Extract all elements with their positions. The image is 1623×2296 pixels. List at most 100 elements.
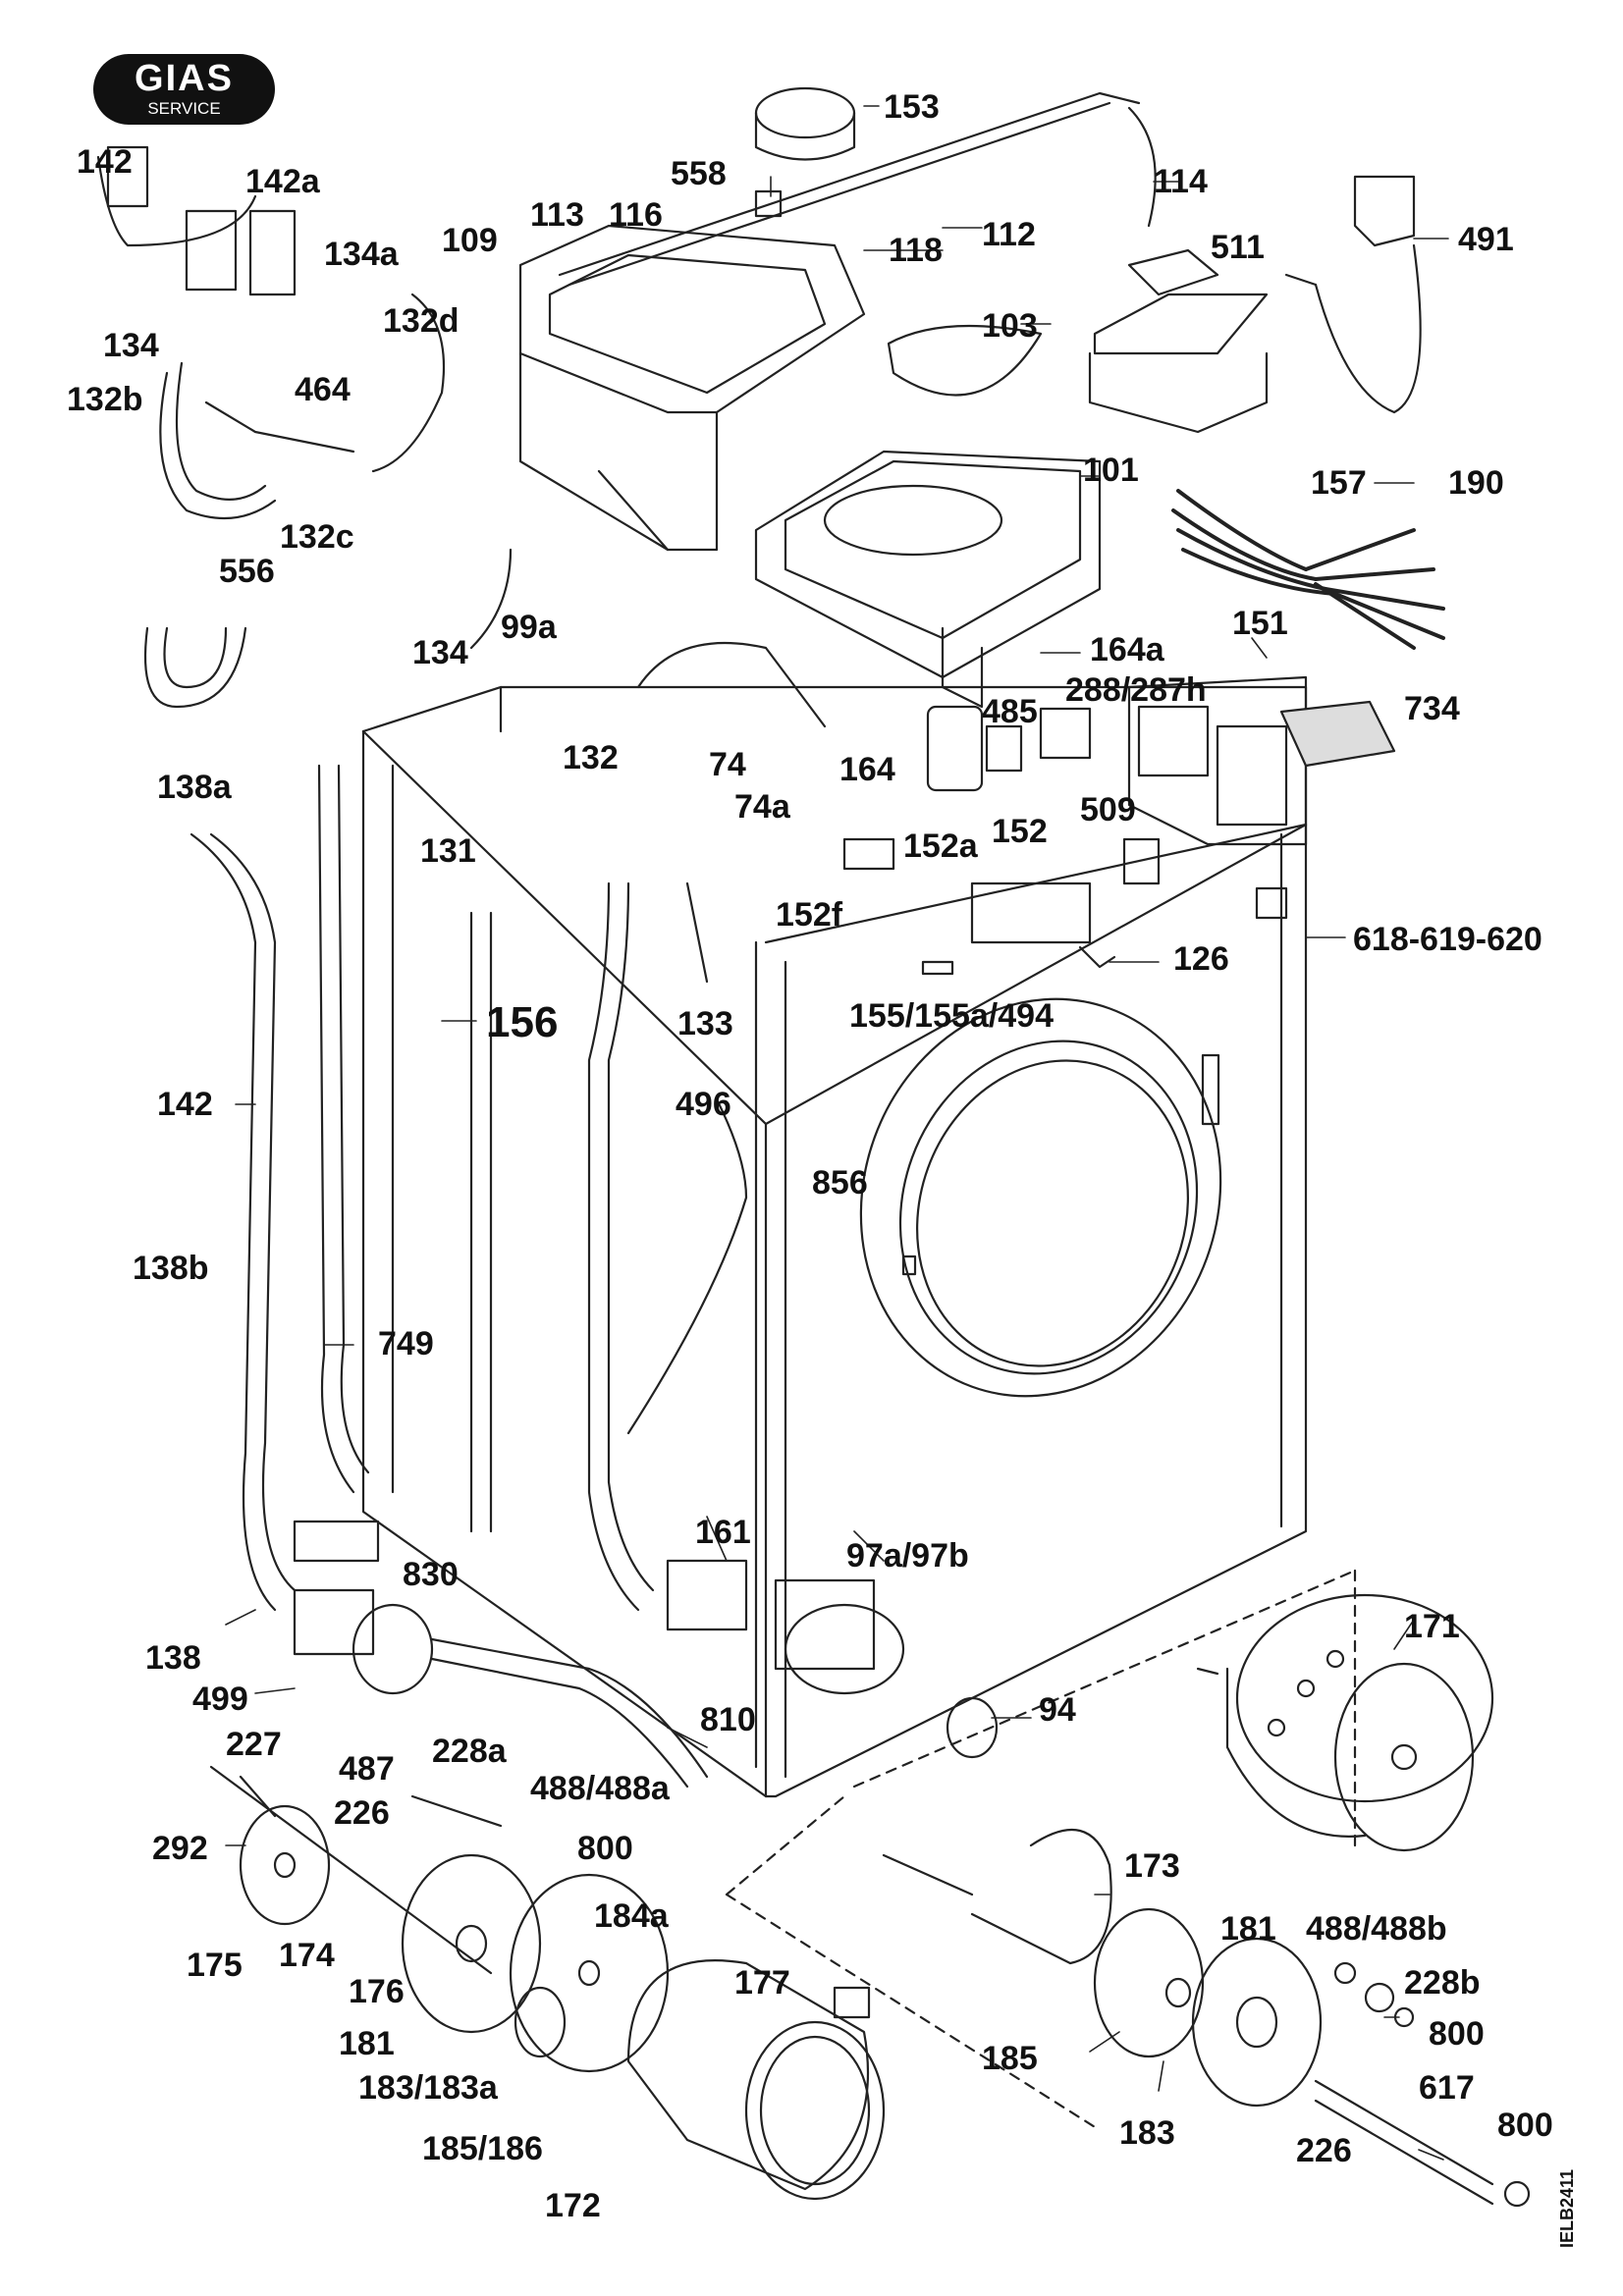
part-label: 830 xyxy=(403,1556,459,1593)
gias-service-logo: GIAS SERVICE xyxy=(93,54,275,125)
part-label: 172 xyxy=(545,2187,601,2224)
part-label: 132c xyxy=(280,518,354,556)
part-label: 810 xyxy=(700,1701,756,1738)
part-label: 509 xyxy=(1080,791,1136,828)
part-label: 511 xyxy=(1211,229,1265,266)
part-label: 181 xyxy=(1220,1910,1276,1948)
part-label: 113 xyxy=(530,196,584,234)
drawing-code: IELB2411 xyxy=(1557,2168,1577,2248)
part-label: 499 xyxy=(192,1681,248,1718)
part-label: 749 xyxy=(378,1325,434,1362)
hoses-left xyxy=(96,145,827,1612)
part-label: 175 xyxy=(187,1947,243,1984)
part-label: 74a xyxy=(734,788,790,826)
part-label: 173 xyxy=(1124,1847,1180,1885)
part-label: 142 xyxy=(157,1086,213,1123)
part-label: 134 xyxy=(103,327,159,364)
part-label: 174 xyxy=(279,1937,335,1974)
part-label: 101 xyxy=(1083,452,1139,489)
logo-service: SERVICE xyxy=(147,99,221,118)
part-label: 487 xyxy=(339,1750,395,1788)
logo-brand: GIAS xyxy=(135,58,234,99)
part-label: 134a xyxy=(324,236,399,273)
part-label: 185 xyxy=(982,2040,1038,2077)
part-label: 485 xyxy=(982,693,1038,730)
part-label: 152f xyxy=(776,896,843,934)
part-label: 558 xyxy=(671,155,727,192)
part-label: 734 xyxy=(1404,690,1460,727)
part-label: 176 xyxy=(349,1973,405,2010)
part-label: 99a xyxy=(501,609,557,646)
part-label: 288/287h xyxy=(1065,671,1207,709)
part-label: 491 xyxy=(1458,221,1514,258)
part-label: 118 xyxy=(889,232,943,269)
drum-assembly xyxy=(209,1569,1531,2208)
dispenser xyxy=(518,175,1416,709)
part-label: 164a xyxy=(1090,631,1164,668)
part-label: 177 xyxy=(734,1964,790,2002)
part-label: 151 xyxy=(1232,605,1288,642)
part-label: 155/155a/494 xyxy=(849,997,1054,1035)
logo-pill xyxy=(93,54,275,125)
part-label: 228a xyxy=(432,1733,507,1770)
part-label: 617 xyxy=(1419,2069,1475,2107)
part-label: 126 xyxy=(1173,940,1229,978)
part-label: 227 xyxy=(226,1726,282,1763)
part-label: 226 xyxy=(334,1794,390,1832)
part-label: 142a xyxy=(245,163,320,200)
part-label: 226 xyxy=(1296,2132,1352,2169)
part-label: 181 xyxy=(339,2025,395,2062)
cabinet xyxy=(361,685,1308,1798)
leader-lines xyxy=(225,105,1449,2161)
wiring-harness xyxy=(1171,489,1445,650)
part-label: 152a xyxy=(903,828,978,865)
part-label: 132b xyxy=(67,381,143,418)
part-label: 153 xyxy=(884,88,940,126)
part-label: 156 xyxy=(486,998,559,1046)
part-label: 138a xyxy=(157,769,232,806)
part-label: 131 xyxy=(420,832,476,870)
part-label: 184a xyxy=(594,1897,669,1935)
pump-assembly xyxy=(293,1520,999,1789)
part-label: 112 xyxy=(982,216,1036,253)
part-label: 183 xyxy=(1119,2114,1175,2152)
part-label: 138 xyxy=(145,1639,201,1677)
part-label: 152 xyxy=(992,813,1048,850)
part-label: 800 xyxy=(577,1830,633,1867)
part-label: 157 xyxy=(1311,464,1367,502)
part-label: 496 xyxy=(676,1086,731,1123)
part-label: 103 xyxy=(982,307,1038,345)
part-label: 488/488b xyxy=(1306,1910,1447,1948)
part-label: 185/186 xyxy=(422,2130,543,2167)
part-label: 488/488a xyxy=(530,1770,670,1807)
part-label: 161 xyxy=(695,1514,751,1551)
part-label: 190 xyxy=(1448,464,1504,502)
part-label: 800 xyxy=(1429,2015,1485,2053)
part-label: 116 xyxy=(609,196,663,234)
part-label: 164 xyxy=(839,751,895,788)
part-label: 134 xyxy=(412,634,468,671)
part-label: 114 xyxy=(1154,163,1208,200)
part-label: 142 xyxy=(77,143,133,181)
control-panel xyxy=(842,675,1396,976)
motor xyxy=(1196,1593,1494,1852)
part-label: 132d xyxy=(383,302,460,340)
part-label: 138b xyxy=(133,1250,209,1287)
part-label: 556 xyxy=(219,553,275,590)
part-label: 133 xyxy=(677,1005,733,1042)
part-label: 74 xyxy=(709,746,746,783)
top-rail xyxy=(558,86,1157,287)
part-label: 97a/97b xyxy=(846,1537,969,1575)
part-label: 464 xyxy=(295,371,351,408)
part-label: 228b xyxy=(1404,1964,1481,2002)
part-label: 292 xyxy=(152,1830,208,1867)
power-cord xyxy=(1284,243,1422,414)
part-label: 109 xyxy=(442,222,498,259)
door xyxy=(859,997,1222,1398)
part-label: 132 xyxy=(563,739,619,776)
part-label: 856 xyxy=(812,1164,868,1201)
part-label: 171 xyxy=(1404,1608,1460,1645)
part-label: 800 xyxy=(1497,2107,1553,2144)
part-label: 94 xyxy=(1039,1691,1076,1729)
